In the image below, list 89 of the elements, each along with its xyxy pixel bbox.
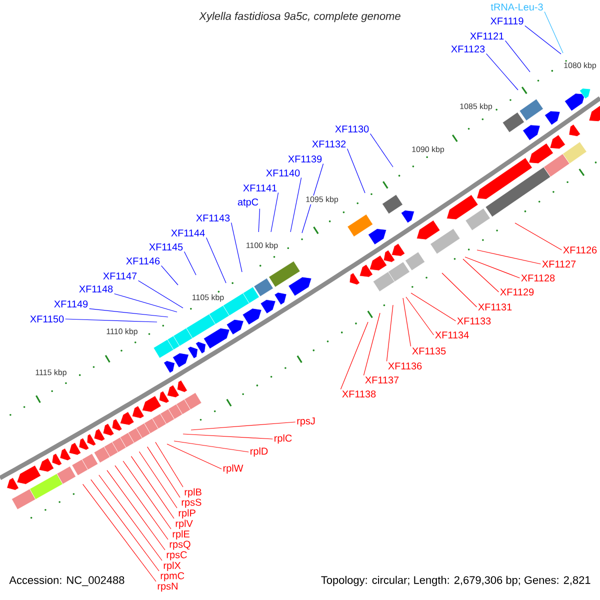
- gene-label: XF1128: [521, 274, 555, 282]
- gene-label: XF1141: [243, 184, 277, 192]
- gene-label: XF1132: [312, 140, 346, 148]
- gene-label: XF1144: [171, 230, 205, 236]
- gene-label: rplV: [176, 520, 193, 529]
- gene-label: rpmC: [160, 572, 184, 582]
- leader-line: [504, 40, 530, 72]
- gene-label: XF1150: [30, 315, 64, 323]
- leader-line: [206, 237, 226, 284]
- leader-line: [114, 293, 178, 312]
- leader-line: [98, 474, 162, 561]
- leader-line: [370, 133, 394, 168]
- gene-label: rplE: [172, 530, 190, 540]
- gene-label: XF1127: [542, 260, 576, 268]
- gene-label: XF1126: [563, 246, 597, 254]
- gene-label: XF1130: [335, 125, 369, 133]
- gene-label: XF1148: [79, 285, 113, 293]
- gene-label: rpsJ: [297, 418, 315, 426]
- leader-line: [302, 163, 324, 234]
- leader-line: [122, 460, 172, 530]
- leader-line: [340, 322, 368, 390]
- gene-label: rplW: [223, 464, 244, 474]
- gene-label: rpsN: [158, 582, 178, 592]
- gene-label: rplP: [178, 509, 196, 518]
- leader-line: [524, 25, 562, 54]
- leader-line: [402, 298, 412, 347]
- gene-label: XF1133: [457, 317, 491, 325]
- leader-line: [88, 308, 168, 318]
- gene-label: rplC: [274, 434, 292, 444]
- leader-line: [138, 451, 178, 508]
- leader-line: [166, 444, 222, 470]
- gene-label: rplB: [184, 488, 202, 498]
- gene-label: XF1129: [500, 288, 534, 296]
- gene-label: rplD: [250, 447, 268, 457]
- leader-line: [270, 192, 279, 232]
- accession-number: Accession: NC_002488: [9, 576, 124, 586]
- leader-line: [486, 53, 518, 90]
- leader-line: [363, 312, 380, 376]
- leader-line: [82, 484, 156, 582]
- gene-label: XF1137: [365, 376, 399, 384]
- gene-label: XF1136: [388, 362, 422, 370]
- gene-label: XF1131: [478, 303, 512, 311]
- leader-line: [442, 272, 478, 308]
- title: Xylella fastidiosa 9a5c, complete genome: [198, 12, 400, 22]
- leader-line: [64, 318, 158, 322]
- leader-line: [174, 440, 249, 452]
- leader-line: [106, 470, 166, 550]
- leader-line: [258, 208, 260, 232]
- gene-label: atpC: [238, 198, 258, 208]
- gene-label: XF1143: [196, 214, 230, 222]
- gene-label: rpsS: [182, 498, 202, 508]
- gene-label: XF1123: [451, 45, 485, 53]
- leader-line: [410, 292, 456, 322]
- gene-label: XF1140: [266, 169, 300, 177]
- genome-summary: Topology: circular; Length: 2,679,306 bp; Genes: 2,821: [321, 576, 590, 586]
- gene-label: rpsC: [166, 551, 187, 560]
- leader-line: [184, 251, 196, 276]
- gene-label: rpsQ: [170, 540, 190, 550]
- leader-line: [462, 258, 500, 292]
- leader-line: [90, 479, 160, 572]
- leader-line: [160, 265, 178, 286]
- leader-line: [514, 222, 562, 250]
- gene-label: XF1139: [288, 155, 322, 163]
- leader-line: [155, 442, 184, 488]
- leader-line: [346, 148, 366, 194]
- leader-line: [190, 422, 296, 430]
- leader-line: [114, 465, 168, 540]
- leader-line: [386, 304, 394, 362]
- leader-line: [406, 296, 434, 336]
- leader-line: [290, 177, 302, 232]
- leader-line: [230, 222, 242, 272]
- gene-label: XF1138: [342, 390, 376, 398]
- gene-label: XF1121: [470, 32, 504, 40]
- leader-line: [182, 434, 273, 440]
- gene-label: tRNA-Leu-3: [490, 3, 543, 11]
- leader-line: [476, 250, 542, 264]
- gene-label: XF1145: [149, 244, 183, 250]
- gene-label: rplX: [164, 562, 181, 571]
- leader-line: [130, 456, 174, 519]
- gene-label: XF1134: [435, 331, 469, 339]
- leader-line: [464, 256, 520, 278]
- gene-label: XF1146: [126, 257, 160, 265]
- leader-line: [138, 280, 184, 308]
- leader-line: [544, 11, 564, 54]
- leader-line: [147, 446, 180, 498]
- gene-label: XF1135: [412, 347, 446, 355]
- gene-label: XF1119: [490, 17, 524, 25]
- gene-label: XF1149: [54, 300, 88, 308]
- gene-label: XF1147: [103, 272, 137, 280]
